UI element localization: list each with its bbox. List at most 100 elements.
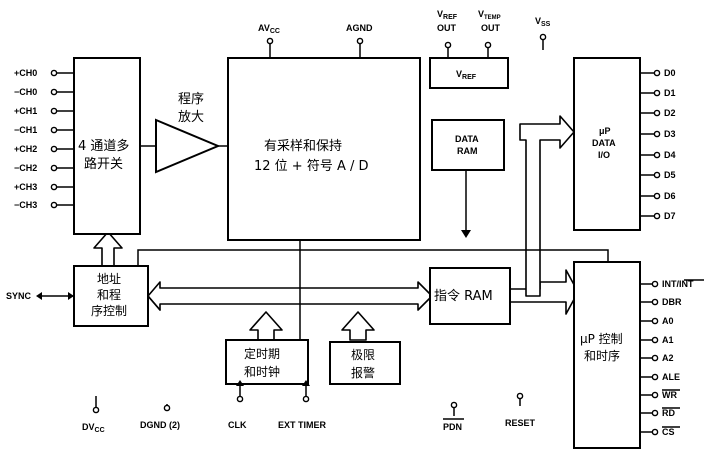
alarm-bus <box>341 311 375 341</box>
sync-arrow-right <box>68 292 74 300</box>
clk-label: CLK <box>228 420 247 430</box>
alarm-label-1: 极限 <box>351 348 375 362</box>
pga-label-1: 程序 <box>178 92 204 107</box>
main-bus <box>147 281 433 311</box>
a0-label: A0 <box>662 316 674 326</box>
d6-label: D6 <box>664 191 676 201</box>
wr-label: WR <box>662 390 677 400</box>
io-label-2: DATA <box>592 138 616 148</box>
reset-pin <box>516 392 524 400</box>
ch2-minus-label: −CH2 <box>14 163 37 173</box>
addr-label-2: 和程 <box>97 287 121 302</box>
clk-arrow <box>236 380 244 386</box>
d3-label: D3 <box>664 129 676 139</box>
data-ram-label-2: RAM <box>457 146 478 156</box>
addr-ctrl-box <box>73 265 149 327</box>
channel-pins <box>50 69 74 209</box>
vtemp-out-label-1: VTEMP <box>478 9 501 21</box>
agnd-label: AGND <box>346 23 373 33</box>
ch1-plus-label: +CH1 <box>14 106 37 116</box>
d1-label: D1 <box>664 88 676 98</box>
reset-label: RESET <box>505 418 536 428</box>
ale-label: ALE <box>662 372 680 382</box>
vref-label: VREF <box>456 69 477 81</box>
avcc-pin <box>266 37 274 45</box>
d5-label: D5 <box>664 170 676 180</box>
vref-out-label-2: OUT <box>437 23 457 33</box>
ch1-minus-label: −CH1 <box>14 125 37 135</box>
d0-label: D0 <box>664 68 676 78</box>
instr-ram-label: 指令 RAM <box>434 289 493 304</box>
clk-pin <box>236 395 244 403</box>
pga-label-2: 放大 <box>178 110 204 125</box>
ext-timer-pin <box>302 395 310 403</box>
pga-triangle <box>155 118 221 174</box>
ch2-plus-label: +CH2 <box>14 144 37 154</box>
ctrl-pins <box>640 279 704 436</box>
vss-label: VSS <box>535 16 551 28</box>
ch3-minus-label: −CH3 <box>14 200 37 210</box>
int-label: INT/INT <box>662 279 694 289</box>
addr-label-1: 地址 <box>97 272 121 286</box>
timer-box <box>225 339 309 385</box>
upctrl-label-1: μP 控制 <box>580 332 623 346</box>
dvcc-label: DVCC <box>82 422 105 434</box>
agnd-pin <box>356 37 364 45</box>
io-label-3: I/O <box>598 150 610 160</box>
data-ram-box <box>431 119 505 171</box>
dbr-label: DBR <box>662 297 682 307</box>
vref-box <box>429 57 509 89</box>
mux-label-1: 4 通道多 <box>78 138 129 154</box>
ext-arrow <box>302 380 310 386</box>
dgnd-pin <box>163 404 171 412</box>
vtemp-out-pin <box>484 41 492 49</box>
instr-ram-box <box>429 267 511 325</box>
a1-label: A1 <box>662 335 674 345</box>
cs-label: CS <box>662 427 675 437</box>
data-ram-label-1: DATA <box>455 134 479 144</box>
d4-label: D4 <box>664 150 676 160</box>
pdn-label: PDN <box>443 422 462 432</box>
up-ctrl-box <box>573 261 641 449</box>
d7-label: D7 <box>664 211 676 221</box>
alarm-box <box>329 341 401 385</box>
addr-label-3: 序控制 <box>91 303 127 318</box>
io-box <box>573 57 641 231</box>
avcc-label: AVCC <box>258 23 280 35</box>
ch0-minus-label: −CH0 <box>14 87 37 97</box>
line-addr-to-ctrl <box>137 249 609 266</box>
data-io-bus <box>519 115 575 297</box>
vref-out-pin <box>444 41 452 49</box>
mux-box <box>73 57 141 235</box>
mux-label-2: 路开关 <box>84 156 123 172</box>
d2-label: D2 <box>664 108 676 118</box>
upctrl-label-2: 和时序 <box>584 348 620 363</box>
io-label-1: μP <box>599 126 611 136</box>
dvcc-pin <box>92 406 100 414</box>
alarm-label-2: 报警 <box>351 365 375 380</box>
ext-timer-label: EXT TIMER <box>278 420 327 430</box>
adc-box <box>227 57 421 241</box>
timer-label-1: 定时期 <box>244 346 280 361</box>
vss-pin <box>539 33 547 41</box>
ch3-plus-label: +CH3 <box>14 182 37 192</box>
timer-bus <box>249 311 283 341</box>
arrow-dataram <box>461 230 471 238</box>
vtemp-out-label-2: OUT <box>481 23 501 33</box>
ch0-plus-label: +CH0 <box>14 68 37 78</box>
lower-bus <box>147 295 161 311</box>
ctrl-bus <box>509 269 579 315</box>
timer-label-2: 和时钟 <box>244 364 280 379</box>
mux-ctrl-bus <box>93 231 123 267</box>
pdn-pin <box>450 401 458 409</box>
adc-label-2: 12 位 + 符号 A / D <box>254 158 369 174</box>
sync-label: SYNC <box>6 291 32 301</box>
dgnd-label: DGND (2) <box>140 420 180 430</box>
sync-arrow-left <box>36 292 42 300</box>
vref-out-label-1: VREF <box>437 9 458 21</box>
data-pins <box>640 69 661 220</box>
a2-label: A2 <box>662 353 674 363</box>
rd-label: RD <box>662 408 675 418</box>
adc-label-1: 有采样和保持 <box>264 139 342 154</box>
